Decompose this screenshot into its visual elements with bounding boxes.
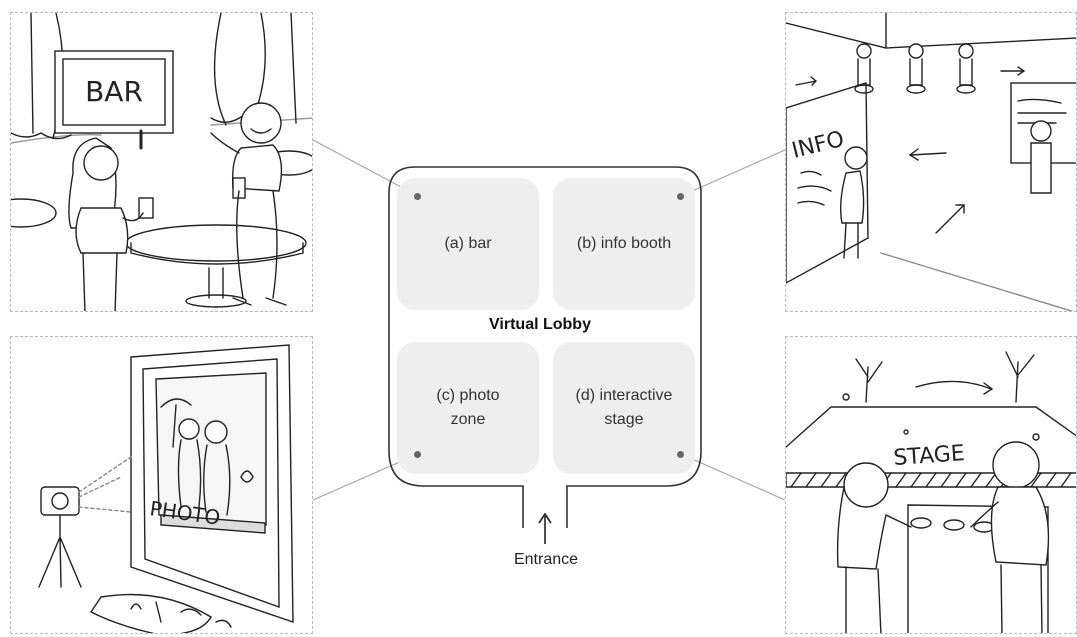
room-info-booth[interactable]: (b) info booth <box>553 178 695 310</box>
photo-sketch-panel: PHOTO <box>10 336 313 634</box>
bar-sign-text: BAR <box>85 75 143 108</box>
lobby-title: Virtual Lobby <box>489 316 591 333</box>
room-photo-label-1: (c) photo <box>436 387 500 404</box>
stage-sketch-panel: STAGE <box>785 336 1077 634</box>
stage-sketch-illustration: STAGE <box>786 351 1076 633</box>
anchor-dot-bar <box>414 193 421 200</box>
connector-info <box>680 149 786 197</box>
entrance-arrow-icon <box>538 512 552 544</box>
room-stage-label-2: stage <box>604 411 644 428</box>
info-sketch-illustration: INFO <box>786 13 1076 311</box>
anchor-dot-info <box>677 193 684 200</box>
room-stage-label-1: (d) interactive <box>575 387 673 404</box>
photo-sketch-illustration: PHOTO <box>38 344 294 633</box>
connector-stage <box>680 453 786 501</box>
bar-sketch-illustration: BAR <box>11 13 312 311</box>
room-bar[interactable]: (a) bar <box>397 178 539 310</box>
anchor-dot-photo <box>414 451 421 458</box>
room-interactive-stage[interactable]: (d) interactive stage <box>553 342 695 474</box>
room-info-label: (b) info booth <box>576 235 672 252</box>
info-sketch-panel: INFO <box>785 12 1077 312</box>
anchor-dot-stage <box>677 451 684 458</box>
room-bar-label: (a) bar <box>444 235 492 252</box>
bar-sketch-panel: BAR <box>10 12 313 312</box>
room-photo-label-2: zone <box>450 411 486 428</box>
entrance-label: Entrance <box>513 551 579 568</box>
stage-sign-text: STAGE <box>893 441 966 471</box>
room-photo-zone[interactable]: (c) photo zone <box>397 342 539 474</box>
